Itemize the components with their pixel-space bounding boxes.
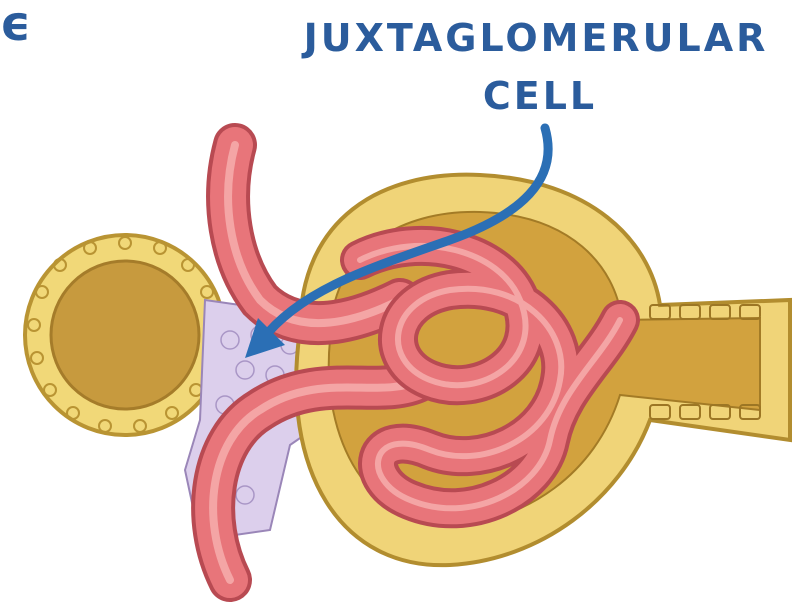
label-cell: CELL [440, 74, 640, 118]
partial-letter-fragment: ϵ [0, 0, 30, 60]
distal-tubule [25, 235, 225, 435]
label-juxtaglomerular: JUXTAGLOMERULAR [286, 16, 786, 60]
